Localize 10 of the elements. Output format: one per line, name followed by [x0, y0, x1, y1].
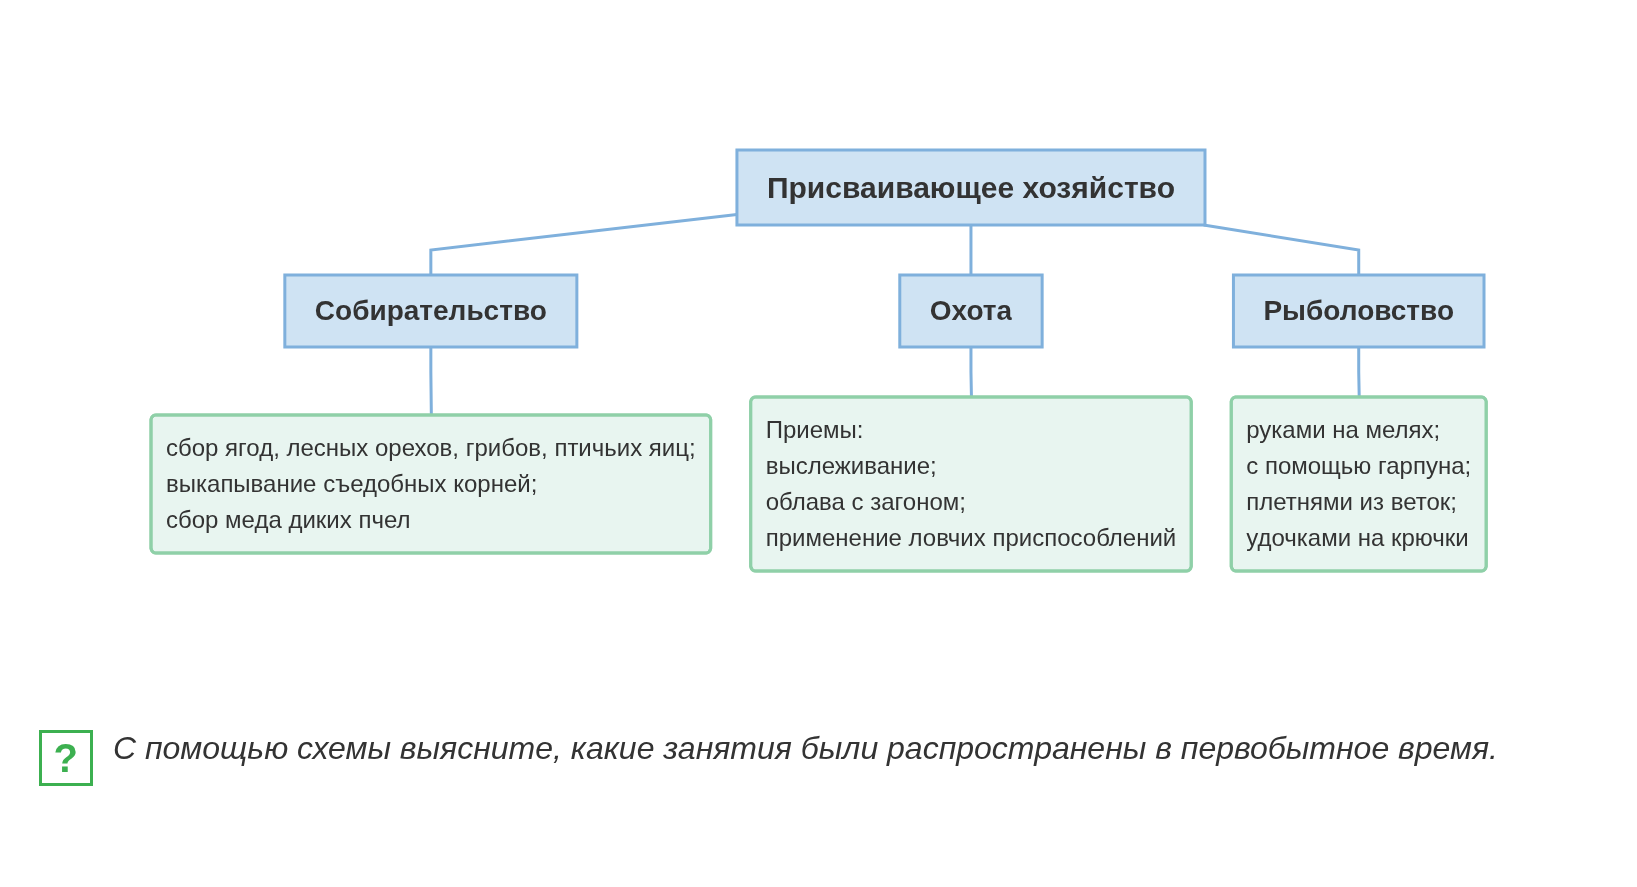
node-box: Охота [898, 273, 1044, 348]
connector [429, 212, 737, 275]
connector [969, 224, 973, 275]
caption: С помощью схемы выясните, какие занятия были распространены в первобытное время. [112, 730, 1498, 767]
node-box: Рыболовство [1231, 273, 1486, 348]
connector [429, 346, 433, 415]
node-box: Собирательство [283, 273, 579, 348]
connector [1203, 223, 1361, 275]
node-box: Присваивающее хозяйство [735, 148, 1207, 226]
question-mark-label: ? [38, 730, 93, 786]
